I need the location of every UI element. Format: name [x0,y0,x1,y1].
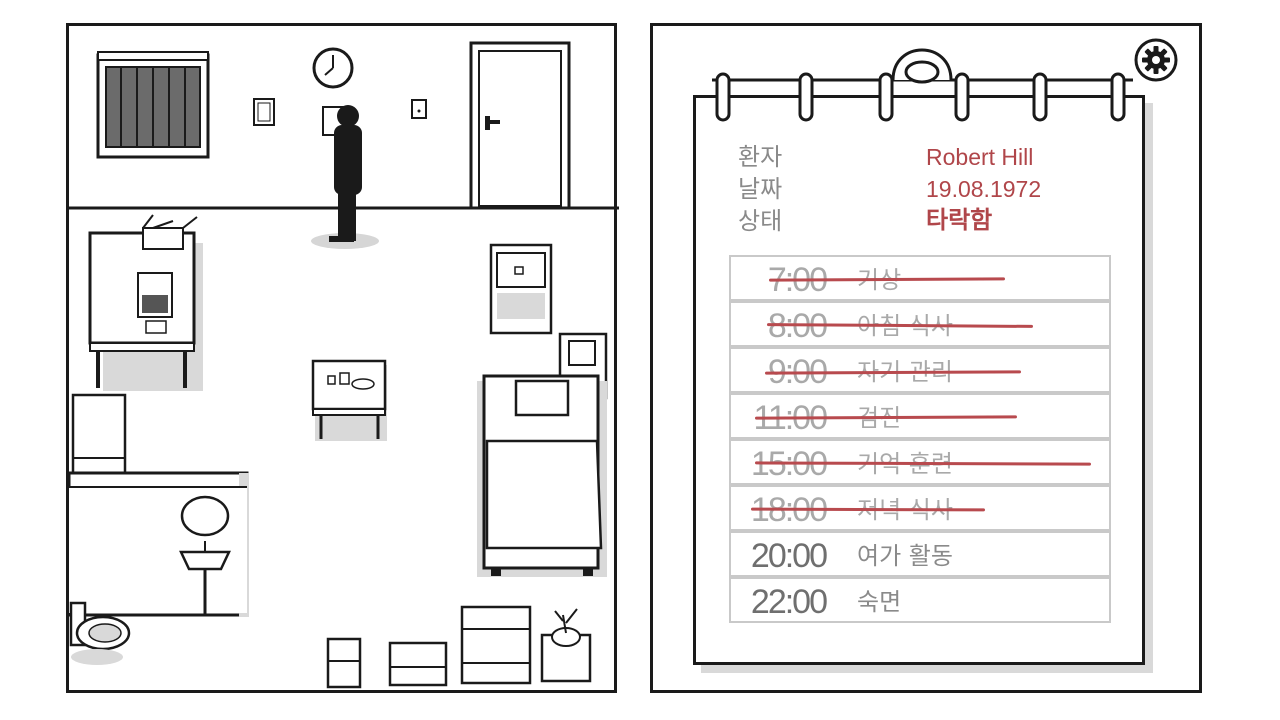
room-scene [69,41,619,689]
door[interactable] [469,41,571,210]
patient-character[interactable] [311,105,379,249]
patient-name-label: 환자 [738,143,783,171]
chair[interactable] [489,243,553,335]
clock-icon[interactable] [312,47,354,89]
schedule-row[interactable]: 15:00 기억 훈련 [729,439,1111,485]
patient-status-label: 상태 [738,207,783,235]
schedule-row[interactable]: 7:00 기상 [729,255,1111,301]
gear-icon [1134,38,1178,82]
mirror[interactable] [180,495,230,537]
storage-box[interactable] [388,641,448,687]
window[interactable] [96,51,210,159]
sink[interactable] [179,541,231,615]
room-view [66,23,619,693]
light-switch[interactable] [411,99,427,119]
desk[interactable] [88,231,203,391]
schedule-row[interactable]: 11:00 검진 [729,393,1111,439]
cardboard-box[interactable] [142,214,198,250]
patient-name: Robert Hill [926,144,1034,170]
small-fridge[interactable] [326,637,362,689]
plant-pot[interactable] [540,608,592,683]
patient-status: 타락함 [926,207,993,234]
schedule-task: 여가 활동 [857,542,953,570]
schedule-row[interactable]: 22:00 숙면 [729,577,1111,623]
patient-date-label: 날짜 [738,175,783,203]
schedule-time: 22:00 [750,583,828,621]
bed[interactable] [477,374,607,577]
schedule-time: 20:00 [750,537,828,575]
settings-button[interactable] [1134,38,1178,82]
side-table[interactable] [311,359,387,441]
dresser[interactable] [460,605,532,685]
schedule-task: 숙면 [857,588,902,616]
schedule-row[interactable]: 20:00 여가 활동 [729,531,1111,577]
schedule-row[interactable]: 18:00 저녁 식사 [729,485,1111,531]
schedule-row[interactable]: 8:00 아침 식사 [729,301,1111,347]
patient-date: 19.08.1972 [926,176,1042,202]
daily-schedule: 7:00 기상 8:00 아침 식사 9:00 자기 관리 11:00 검진 1… [729,255,1111,625]
schedule-row[interactable]: 9:00 자기 관리 [729,347,1111,393]
strikethrough-line [768,277,1006,282]
toilet[interactable] [69,601,131,665]
